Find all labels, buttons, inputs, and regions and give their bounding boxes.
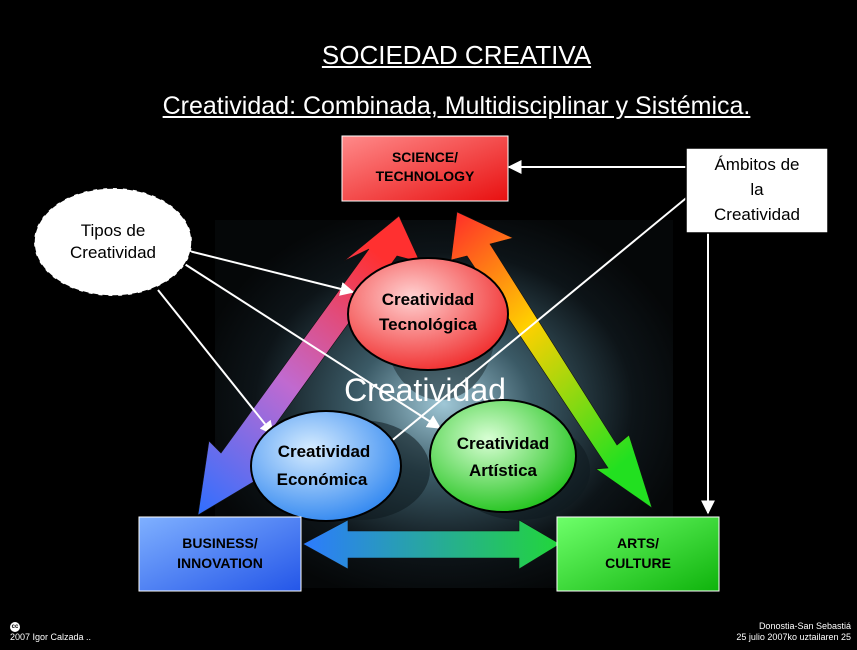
artistica-line2: Artística <box>469 461 538 480</box>
artistica-line1: Creatividad <box>457 434 550 453</box>
economica-line1: Creatividad <box>278 442 371 461</box>
business-line2: INNOVATION <box>177 555 263 571</box>
ellipse-creatividad-artistica: Creatividad Artística <box>429 399 577 513</box>
creative-commons-icon: cc <box>10 622 20 632</box>
arts-line2: CULTURE <box>605 555 671 571</box>
box-ambitos-creatividad: Ámbitos de la Creatividad <box>685 147 829 234</box>
business-line1: BUSINESS/ <box>182 535 258 551</box>
arrow-science-arts <box>450 211 653 509</box>
slide-subtitle: Creatividad: Combinada, Multidisciplinar… <box>162 92 751 120</box>
footer-right: Donostia-San Sebastiá 25 julio 2007ko uz… <box>736 621 851 643</box>
footer-left: cc 2007 Igor Calzada .. <box>10 620 91 643</box>
science-line2: TECHNOLOGY <box>376 168 475 184</box>
ellipse-tipos-creatividad: Tipos de Creatividad <box>33 187 193 297</box>
box-arts-culture: ARTS/ CULTURE <box>556 516 720 592</box>
tecnologica-line2: Tecnológica <box>379 315 477 334</box>
ellipse-creatividad-economica: Creatividad Económica <box>250 410 402 522</box>
arts-line1: ARTS/ <box>617 535 659 551</box>
box-business-innovation: BUSINESS/ INNOVATION <box>138 516 302 592</box>
ambitos-line3: Creatividad <box>714 205 800 224</box>
ellipse-creatividad-tecnologica: Creatividad Tecnológica <box>347 257 509 371</box>
economica-line2: Económica <box>277 470 368 489</box>
tipos-line1: Tipos de <box>81 221 146 240</box>
footer-right-line1: Donostia-San Sebastiá <box>758 621 851 631</box>
tecnologica-line1: Creatividad <box>382 290 475 309</box>
ambitos-line1: Ámbitos de <box>714 155 799 174</box>
footer-right-line2: 25 julio 2007ko uztailaren 25 <box>736 632 851 642</box>
ambitos-line2: la <box>750 180 764 199</box>
science-line1: SCIENCE/ <box>392 149 458 165</box>
tipos-line2: Creatividad <box>70 243 156 262</box>
box-science-technology: SCIENCE/ TECHNOLOGY <box>341 135 509 202</box>
slide-title: SOCIEDAD CREATIVA <box>321 40 592 70</box>
footer-left-text: 2007 Igor Calzada .. <box>10 632 92 642</box>
